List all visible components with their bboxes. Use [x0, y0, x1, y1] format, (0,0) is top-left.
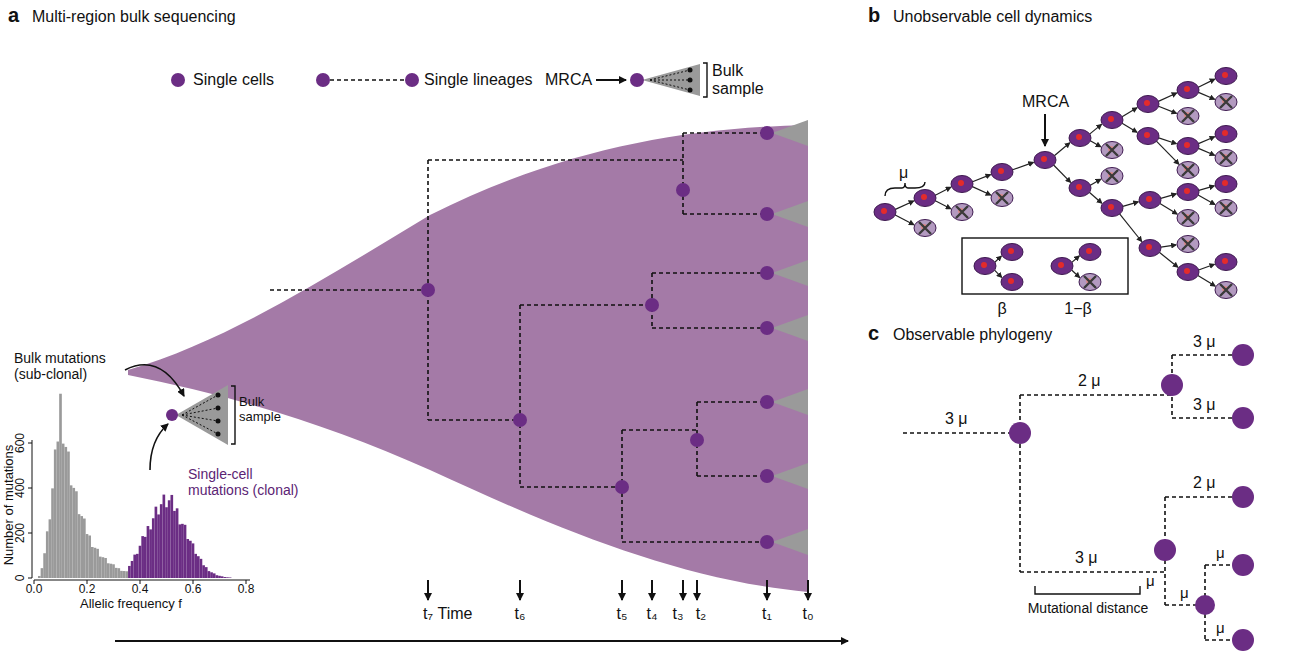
- tick-label: 0.0: [26, 583, 43, 597]
- lineage-nodes: [421, 126, 774, 549]
- panel-letter: a: [8, 4, 19, 27]
- time-point: t₅: [617, 605, 628, 623]
- clonal-label: Single-cell mutations (clonal): [188, 466, 310, 498]
- bulk-mutations-label: Bulk mutations (sub-clonal): [14, 350, 126, 382]
- branch-length: 3 μ: [945, 410, 968, 428]
- tick-label: 0: [14, 575, 28, 582]
- legend-text: Single lineages: [424, 71, 533, 89]
- lineage-tree: [270, 133, 767, 542]
- tick-label: 0.2: [79, 583, 96, 597]
- time-point: t₂: [696, 605, 707, 623]
- branch-length: 3 μ: [1193, 396, 1216, 414]
- branch-length: 2 μ: [1078, 372, 1101, 390]
- time-point: t₃: [673, 605, 684, 623]
- mutation-rate: μ: [899, 164, 908, 182]
- legend-text: Single cells: [193, 71, 274, 89]
- cell-dynamics-extras: [885, 114, 1128, 294]
- branch-length: 3 μ: [1075, 549, 1098, 567]
- panel-title: Observable phylogeny: [893, 326, 1052, 344]
- time-label: Time: [438, 605, 473, 623]
- tick-label: 200: [14, 523, 28, 543]
- panel-title: Multi-region bulk sequencing: [32, 8, 236, 26]
- branch-length: 2 μ: [1193, 474, 1216, 492]
- branch-length: μ: [1216, 544, 1225, 561]
- legend-swatch: [171, 73, 185, 87]
- panel-letter: b: [868, 4, 880, 27]
- bulk-cones: [772, 120, 808, 555]
- tick-label: 0.6: [185, 583, 202, 597]
- time-point: t₆: [515, 605, 526, 623]
- probability-label: 1−β: [1064, 300, 1091, 318]
- mrca-label: MRCA: [545, 71, 592, 89]
- panel-title: Unobservable cell dynamics: [893, 8, 1092, 26]
- tick-label: 0.8: [238, 583, 255, 597]
- cell-tree: [874, 68, 1237, 299]
- tick-label: 0.4: [132, 583, 149, 597]
- time-axis: [115, 580, 848, 641]
- branch-length: μ: [1180, 584, 1189, 601]
- mrca-label: MRCA: [1022, 93, 1069, 111]
- branch-length: μ: [1216, 619, 1225, 636]
- branch-length: μ: [1146, 572, 1155, 589]
- panel-letter: c: [868, 322, 879, 345]
- branch-length: 3 μ: [1193, 333, 1216, 351]
- axis-title: Number of mutations: [2, 445, 17, 566]
- bulk-sample-label: Bulk sample: [712, 62, 774, 99]
- time-point: t₇: [423, 605, 433, 623]
- probability-label: β: [997, 300, 1006, 318]
- tumour-shape: [128, 125, 808, 592]
- time-point: t₀: [802, 605, 813, 623]
- observable-tree: [903, 344, 1254, 651]
- time-point: t₁: [762, 605, 772, 623]
- inset-bulk-sample: [125, 365, 235, 470]
- tick-label: 400: [14, 478, 28, 498]
- bulk-sample-label: Bulk sample: [239, 395, 291, 425]
- time-point: t₄: [647, 605, 658, 623]
- distance-label: Mutational distance: [1028, 600, 1149, 616]
- tick-label: 600: [14, 433, 28, 453]
- axis-title: Allelic frequency f: [80, 597, 182, 612]
- legend-samples: [316, 63, 707, 97]
